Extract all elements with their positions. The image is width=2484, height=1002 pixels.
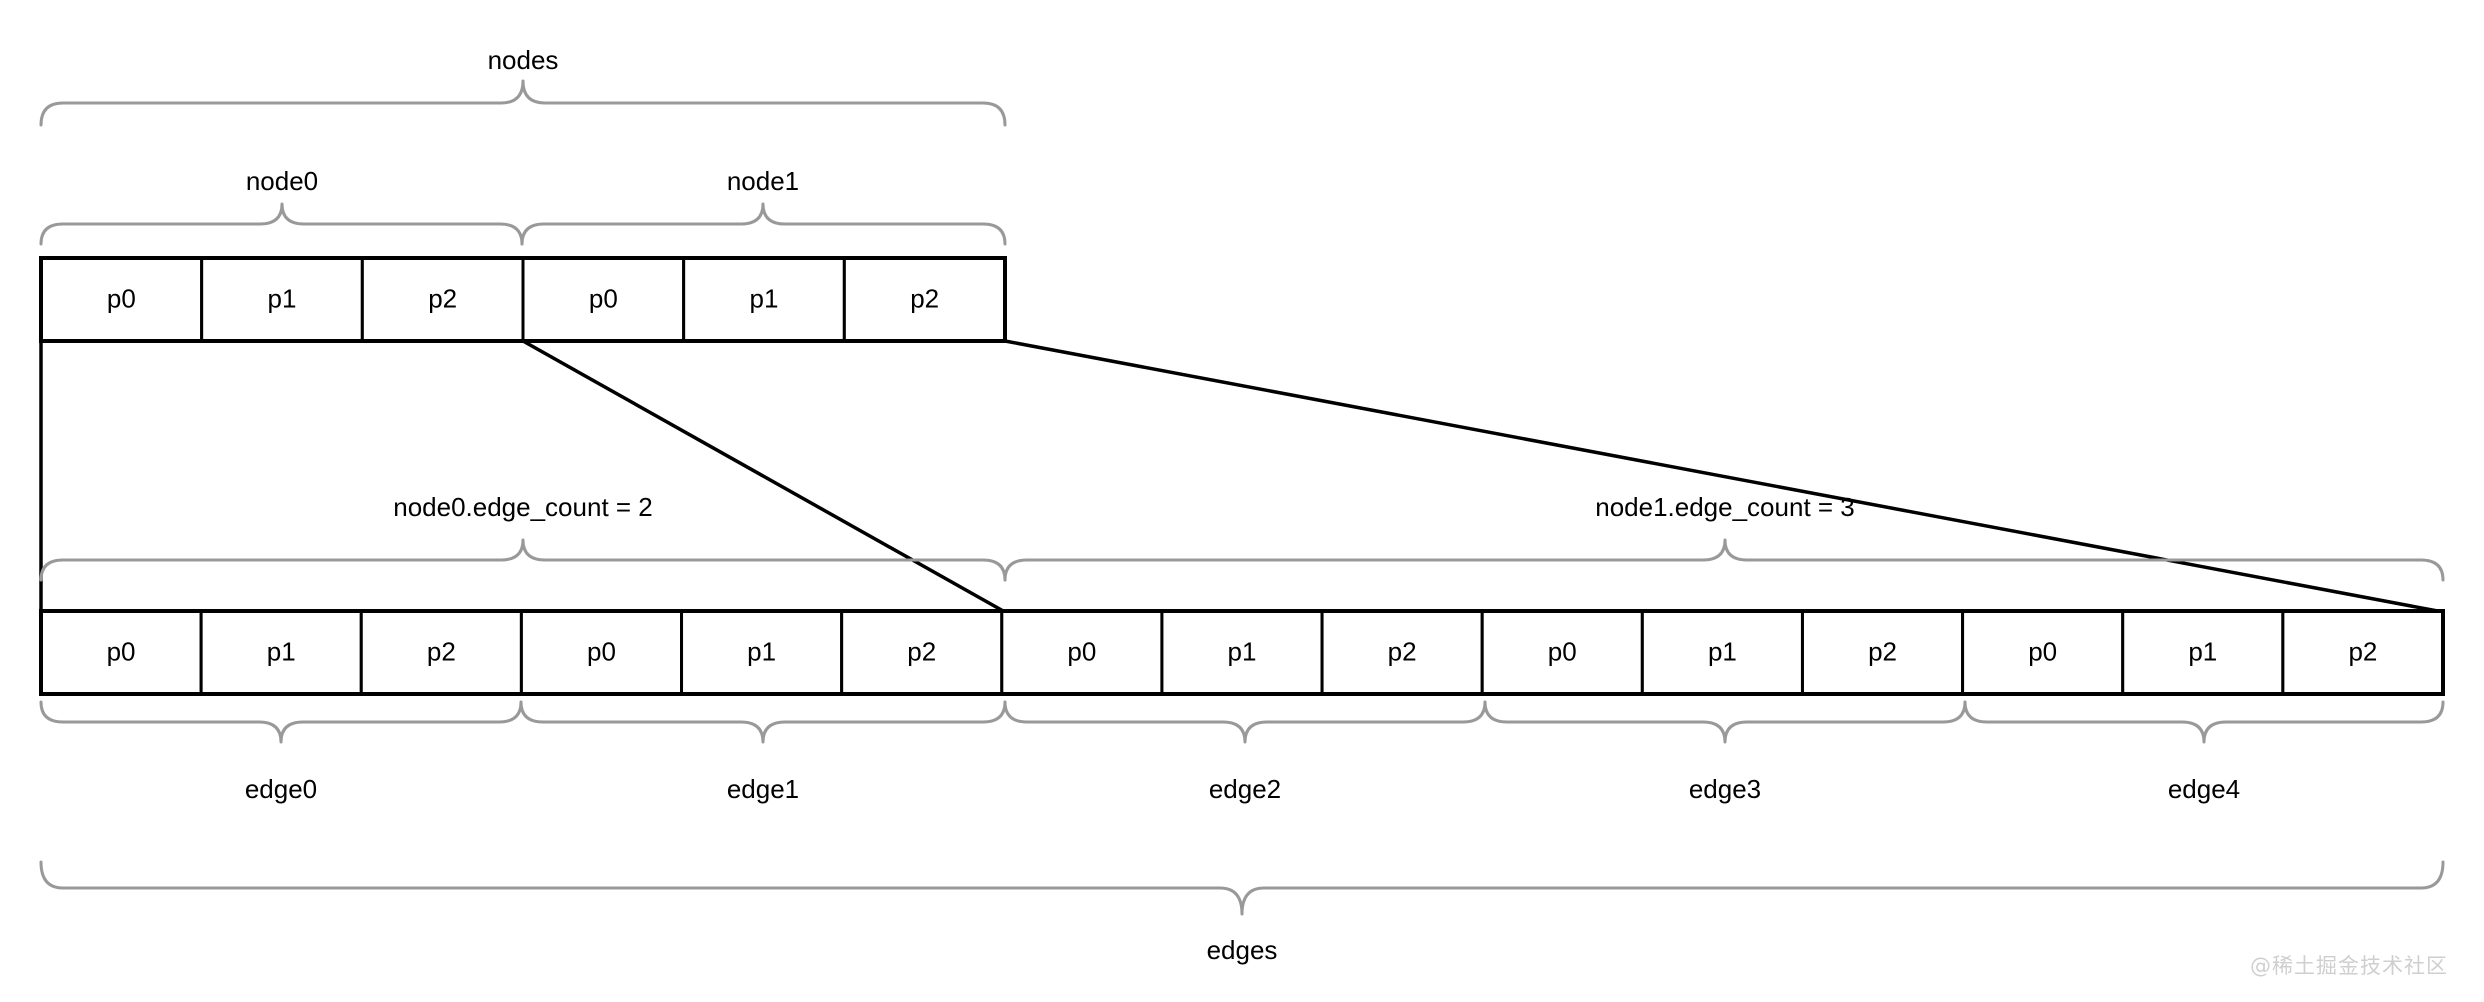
edge-brace-label-2: edge2 xyxy=(1209,774,1281,804)
edge-count-labels-group: node0.edge_count = 2 node1.edge_count = 3 xyxy=(393,492,1855,522)
edges-array-cell-label: p2 xyxy=(2348,636,2377,666)
edges-array-cell-label: p0 xyxy=(587,636,616,666)
edges-array-row: p0 p1 p2 p0 p1 p2 p0 p1 p2 p0 p1 p2 p0 p1 p2 xyxy=(39,609,2445,696)
edge-count-label-0: node0.edge_count = 2 xyxy=(393,492,653,522)
edge-brace-1 xyxy=(519,700,1007,744)
nodes-brace-group: nodes xyxy=(39,45,1007,127)
edges-array-cell-label: p0 xyxy=(1548,636,1577,666)
watermark: @稀土掘金技术社区 xyxy=(2250,954,2448,978)
edges-array-cell-label: p0 xyxy=(2028,636,2057,666)
edges-array-cell-label: p1 xyxy=(267,636,296,666)
edge-count-label-1: node1.edge_count = 3 xyxy=(1595,492,1855,522)
nodes-array-cell xyxy=(842,256,1007,343)
node0-to-edge-boundary xyxy=(522,339,1006,614)
edges-array-cell-label: p2 xyxy=(1868,636,1897,666)
nodes-array-cell-label: p1 xyxy=(268,283,297,313)
edge-brace-label-0: edge0 xyxy=(245,774,317,804)
connector-lines-group xyxy=(39,339,2444,614)
edges-array-cell-label: p1 xyxy=(1228,636,1257,666)
nodes-brace-label: nodes xyxy=(488,45,559,75)
edge-brace-0 xyxy=(39,700,523,744)
nodes-brace xyxy=(39,79,1007,127)
edges-array-cell-label: p2 xyxy=(1388,636,1417,666)
edges-array-cell-label: p1 xyxy=(747,636,776,666)
edge-braces-group: edge0 edge1 edge2 edge3 edge4 xyxy=(39,700,2445,804)
edges-array-cell xyxy=(1800,609,1965,696)
edges-brace-label: edges xyxy=(1207,935,1278,965)
edge-brace-label-4: edge4 xyxy=(2168,774,2240,804)
edge-brace-3 xyxy=(1483,700,1967,744)
node0-edge-span-brace xyxy=(39,538,1007,582)
edge-brace-2 xyxy=(1003,700,1487,744)
edges-array-cell xyxy=(2281,609,2445,696)
nodes-array-cell-label: p0 xyxy=(107,283,136,313)
edges-brace-group: edges xyxy=(39,860,2445,965)
edge-brace-4 xyxy=(1963,700,2445,744)
edges-brace xyxy=(39,860,2445,916)
node1-edge-span-brace xyxy=(1003,538,2445,582)
nodes-array-cell-label: p2 xyxy=(428,283,457,313)
edges-array-cell-label: p2 xyxy=(907,636,936,666)
edge-brace-label-3: edge3 xyxy=(1689,774,1761,804)
edges-array-cell-label: p0 xyxy=(1067,636,1096,666)
nodes-array-row: p0 p1 p2 p0 p1 p2 xyxy=(39,256,1007,343)
edges-array-cell xyxy=(39,609,203,696)
edges-array-row-outline xyxy=(39,609,2445,696)
node-brace-label-1: node1 xyxy=(727,166,799,196)
edges-array-cell-label: p1 xyxy=(2188,636,2217,666)
edges-array-cell-label: p1 xyxy=(1708,636,1737,666)
edges-array-cell-label: p0 xyxy=(107,636,136,666)
edges-array-cell xyxy=(1160,609,1324,696)
edges-array-cell-label: p2 xyxy=(427,636,456,666)
edges-array-cell xyxy=(1320,609,1484,696)
node-brace-label-0: node0 xyxy=(246,166,318,196)
node-brace-0 xyxy=(39,202,524,246)
edge-count-braces-group xyxy=(39,538,2445,582)
node1-to-edge-end xyxy=(1004,339,2444,614)
nodes-array-cell-label: p2 xyxy=(910,283,939,313)
nodes-array-cell-label: p0 xyxy=(589,283,618,313)
edges-array-cell xyxy=(1000,609,1164,696)
node-braces-group: node0 node1 xyxy=(39,166,1007,246)
edge-brace-label-1: edge1 xyxy=(727,774,799,804)
edges-array-cell xyxy=(1640,609,1804,696)
nodes-array-cell-label: p1 xyxy=(750,283,779,313)
node-brace-1 xyxy=(520,202,1007,246)
nodes-array-cell xyxy=(200,256,364,343)
